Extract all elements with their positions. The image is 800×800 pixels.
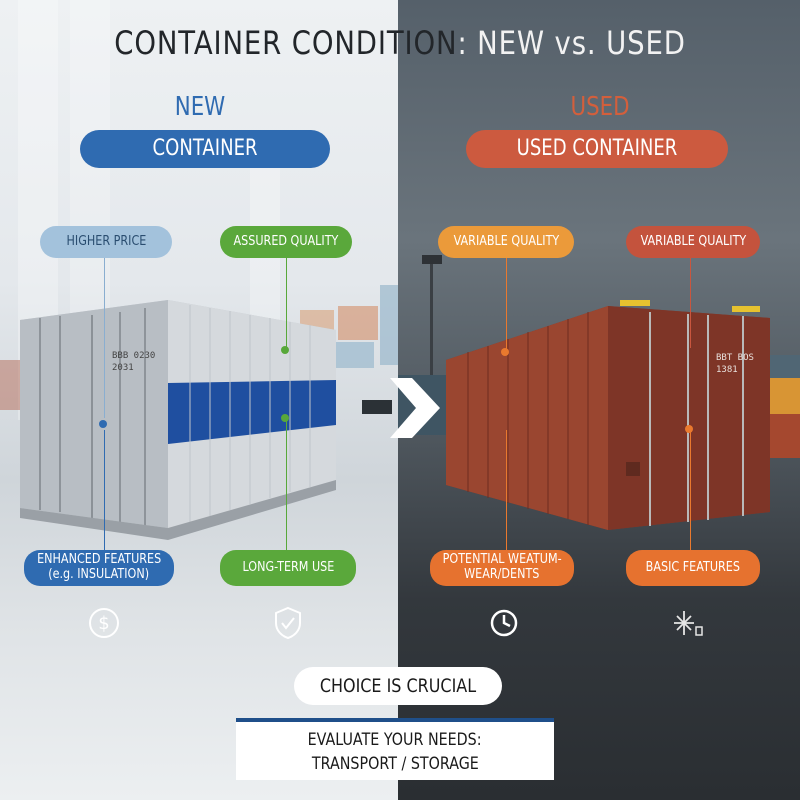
background-box — [380, 285, 398, 365]
svg-text:$: $ — [98, 613, 109, 634]
connector-line — [286, 420, 287, 550]
container-mark-line-1: BBT BOS — [716, 353, 754, 363]
connector-line — [690, 258, 691, 348]
background-container — [770, 378, 800, 414]
choice-badge: CHOICE IS CRUCIAL — [294, 667, 502, 705]
tag-label: BASIC FEATURES — [645, 559, 741, 575]
light-pole — [430, 262, 433, 392]
tag-assured-quality: ASSURED QUALITY — [220, 226, 352, 258]
connector-line — [690, 430, 691, 550]
evaluate-line-1: EVALUATE YOUR NEEDS: — [308, 730, 482, 750]
container-marks: BBB 0230 2031 — [112, 350, 155, 374]
used-pill-label: USED CONTAINER — [516, 136, 678, 161]
connector-line — [104, 430, 105, 550]
connector-dot — [685, 425, 693, 433]
tag-label-line-1: POTENTIAL WEATUM- — [442, 552, 562, 568]
tag-label-line-1: ENHANCED FEATURES — [36, 552, 162, 568]
clock-icon — [490, 609, 518, 637]
tag-label: VARIABLE QUALITY — [453, 233, 559, 249]
new-heading: NEW — [174, 92, 226, 122]
tag-label: VARIABLE QUALITY — [640, 233, 746, 249]
used-container — [446, 300, 770, 530]
container-mark-line-2: 2031 — [112, 363, 134, 373]
tag-higher-price: HIGHER PRICE — [40, 226, 172, 258]
container-marks: BBT BOS 1381 — [716, 352, 754, 376]
title-part-1: CONTAINER CONDITION — [114, 24, 458, 62]
evaluate-box: EVALUATE YOUR NEEDS: TRANSPORT / STORAGE — [236, 718, 554, 780]
tag-label-line-2: (e.g. INSULATION) — [48, 567, 150, 582]
tag-basic-features: BASIC FEATURES — [626, 550, 760, 586]
connector-dot — [281, 414, 289, 422]
arrow-right-icon — [362, 378, 440, 438]
tag-long-term-use: LONG-TERM USE — [220, 550, 356, 586]
connector-line — [286, 258, 287, 348]
evaluate-line-2: TRANSPORT / STORAGE — [311, 754, 479, 774]
connector-dot — [501, 348, 509, 356]
light-pole-lamps — [422, 255, 442, 264]
connector-line — [506, 258, 507, 350]
tag-potential-wear: POTENTIAL WEATUM- WEAR/DENTS — [430, 550, 574, 586]
shield-check-icon — [275, 606, 301, 640]
background-container — [770, 414, 800, 458]
snowflake-icon — [674, 611, 703, 636]
used-pill: USED CONTAINER — [466, 130, 728, 168]
tag-label: LONG-TERM USE — [242, 559, 334, 575]
dollar-icon: $ — [89, 608, 119, 638]
connector-dot — [99, 420, 107, 428]
background-box — [338, 306, 378, 340]
tag-variable-quality-1: VARIABLE QUALITY — [438, 226, 574, 258]
connector-line — [104, 258, 105, 418]
container-mark-line-1: BBB 0230 — [112, 351, 156, 361]
new-container — [20, 300, 336, 540]
page-title: CONTAINER CONDITION: NEW vs. USED — [56, 24, 744, 62]
tag-label: ASSURED QUALITY — [233, 233, 339, 249]
used-heading: USED — [570, 92, 630, 122]
tag-label: HIGHER PRICE — [66, 233, 146, 249]
tag-label-line-2: WEAR/DENTS — [464, 567, 540, 582]
new-pill-label: CONTAINER — [152, 136, 258, 161]
container-mark-line-2: 1381 — [716, 365, 738, 375]
new-pill: CONTAINER — [80, 130, 330, 168]
choice-label: CHOICE IS CRUCIAL — [319, 675, 477, 697]
connector-line — [506, 430, 507, 550]
connector-dot — [281, 346, 289, 354]
tag-enhanced-features: ENHANCED FEATURES (e.g. INSULATION) — [24, 550, 174, 586]
tag-variable-quality-2: VARIABLE QUALITY — [626, 226, 760, 258]
title-part-2: : NEW vs. USED — [457, 24, 686, 62]
